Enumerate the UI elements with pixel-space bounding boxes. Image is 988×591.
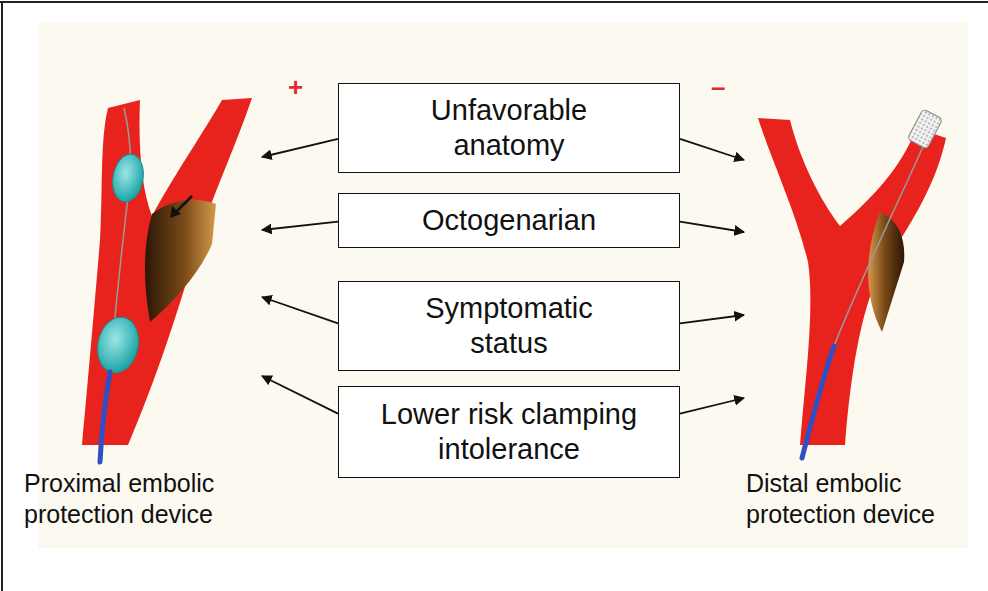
connector-arrow — [262, 297, 338, 323]
balloon — [109, 152, 147, 204]
connector-arrow — [680, 398, 744, 414]
flow-arrow-head — [170, 206, 181, 218]
filter — [907, 109, 942, 149]
guide-wire — [112, 108, 131, 350]
connector-arrow — [680, 139, 744, 160]
flow-arrow — [176, 196, 192, 212]
plaque — [868, 212, 904, 332]
device-figure: Distal embolic protection device — [744, 95, 984, 535]
box-label: Lower risk clamping intolerance — [347, 397, 671, 467]
plus-sign: + — [288, 74, 303, 100]
figure-caption: Proximal embolic protection device — [24, 468, 260, 529]
box-label: Unfavorable anatomy — [404, 93, 614, 163]
proximal-device-figure — [82, 98, 252, 462]
catheter — [802, 346, 834, 458]
factor-box: Octogenarian — [338, 193, 680, 248]
connector-arrow — [262, 222, 338, 230]
connector-arrow — [262, 139, 338, 157]
artery — [758, 118, 946, 445]
box-label: Octogenarian — [422, 203, 596, 238]
guide-wire — [834, 140, 926, 346]
catheter — [100, 372, 110, 462]
connector-arrow — [262, 376, 338, 414]
factor-box: Unfavorable anatomy — [338, 83, 680, 173]
frame-line — [1, 2, 3, 591]
figure-caption: Distal embolic protection device — [746, 468, 982, 529]
device-figure: Proximal embolic protection device — [22, 95, 262, 535]
plaque — [145, 200, 216, 322]
minus-sign: – — [711, 74, 725, 100]
factor-box: Symptomatic status — [338, 281, 680, 371]
connector-arrow — [680, 315, 744, 323]
frame-line — [0, 1, 988, 3]
connector-arrow — [680, 222, 744, 232]
balloon — [93, 313, 144, 376]
distal-device-figure — [758, 109, 946, 458]
factor-box: Lower risk clamping intolerance — [338, 386, 680, 478]
box-label: Symptomatic status — [394, 291, 624, 361]
